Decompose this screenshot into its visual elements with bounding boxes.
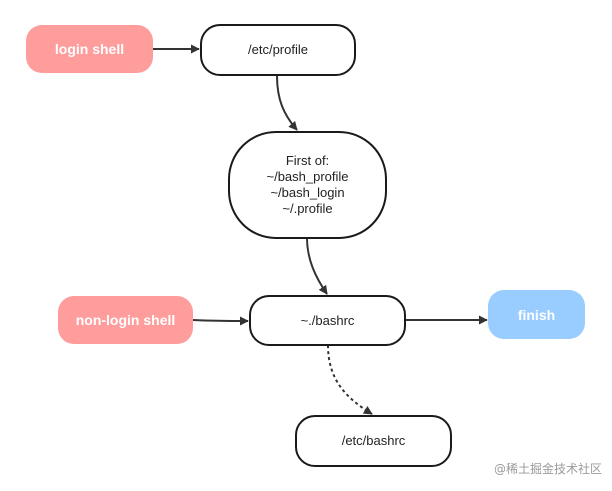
watermark: @稀土掘金技术社区 [493,462,602,476]
first-of-node: First of: ~/bash_profile ~/bash_login ~/… [228,131,387,239]
edge-etc-profile-to-first-of [276,75,298,131]
etc-profile-node: /etc/profile [200,24,356,76]
login-shell-node: login shell [26,25,153,73]
non-login-shell-node: non-login shell [58,296,193,344]
bash-profile-label: ~/bash_profile [266,169,349,184]
edge-bashrc-to-etc-bashrc [327,344,373,415]
bash-login-label: ~/bash_login [270,185,345,200]
finish-node: finish [488,290,585,339]
first-of-title: First of: [285,153,330,168]
etc-bashrc-node: /etc/bashrc [295,415,452,467]
edge-non-login-to-bashrc [192,316,249,326]
profile-label: ~/.profile [282,201,333,216]
bashrc-node: ~./bashrc [249,295,406,346]
edge-first-of-to-bashrc [306,237,328,295]
